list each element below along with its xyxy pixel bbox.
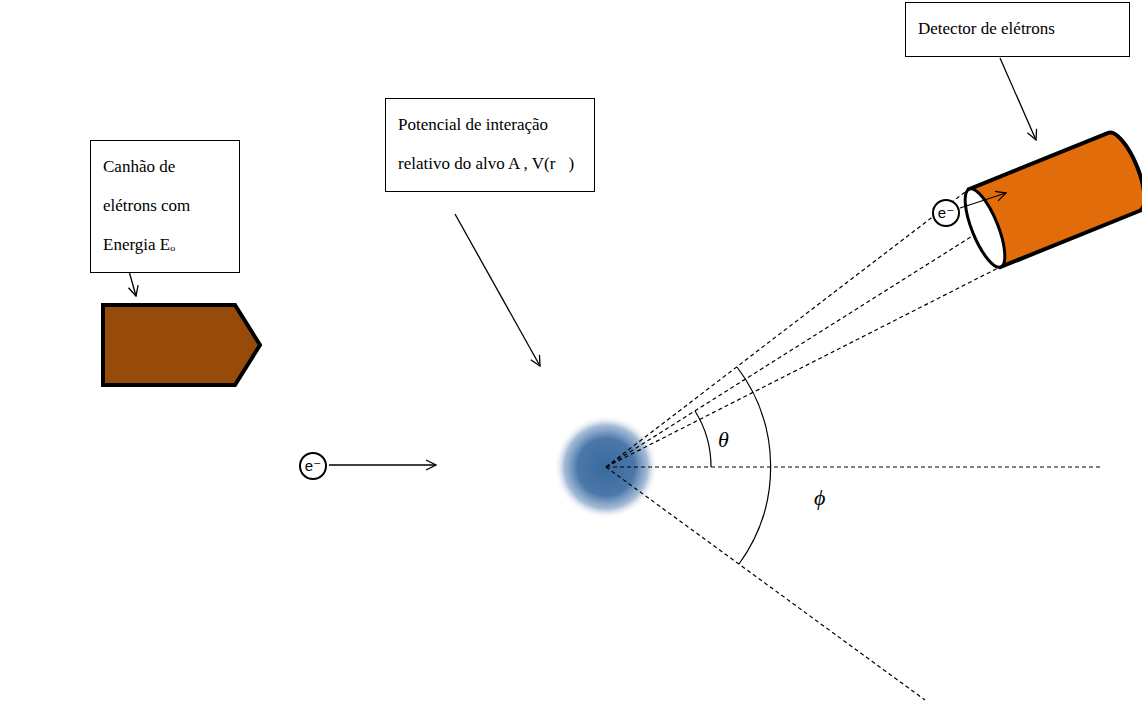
callout-text: Canhão de elétrons com Energia Eₒ <box>103 147 229 264</box>
electron-symbol: e⁻ <box>299 452 327 480</box>
theta-arc <box>695 411 711 467</box>
beam-arrow <box>329 464 436 465</box>
electron-symbol: e⁻ <box>932 199 960 227</box>
dashed-lines <box>606 189 1100 700</box>
leader-line <box>455 214 540 366</box>
callout-text: Potencial de interação relativo do alvo … <box>398 105 584 183</box>
electron-gun <box>103 305 260 385</box>
callout-box: Potencial de interação relativo do alvo … <box>385 98 595 192</box>
angle-label: θ <box>716 428 731 452</box>
phi-arc <box>737 367 771 564</box>
leader-line <box>1000 58 1036 140</box>
callout-box: Canhão de elétrons com Energia Eₒ <box>90 140 240 273</box>
detector-cylinder <box>957 128 1142 272</box>
electron-label: e⁻ <box>938 204 954 222</box>
electron-label: e⁻ <box>305 457 321 475</box>
callout-box: Detector de elétrons <box>905 2 1130 57</box>
detected-electron-arrow <box>960 193 1006 208</box>
angle-label: ϕ <box>812 486 827 510</box>
callout-text: Detector de elétrons <box>918 9 1119 48</box>
